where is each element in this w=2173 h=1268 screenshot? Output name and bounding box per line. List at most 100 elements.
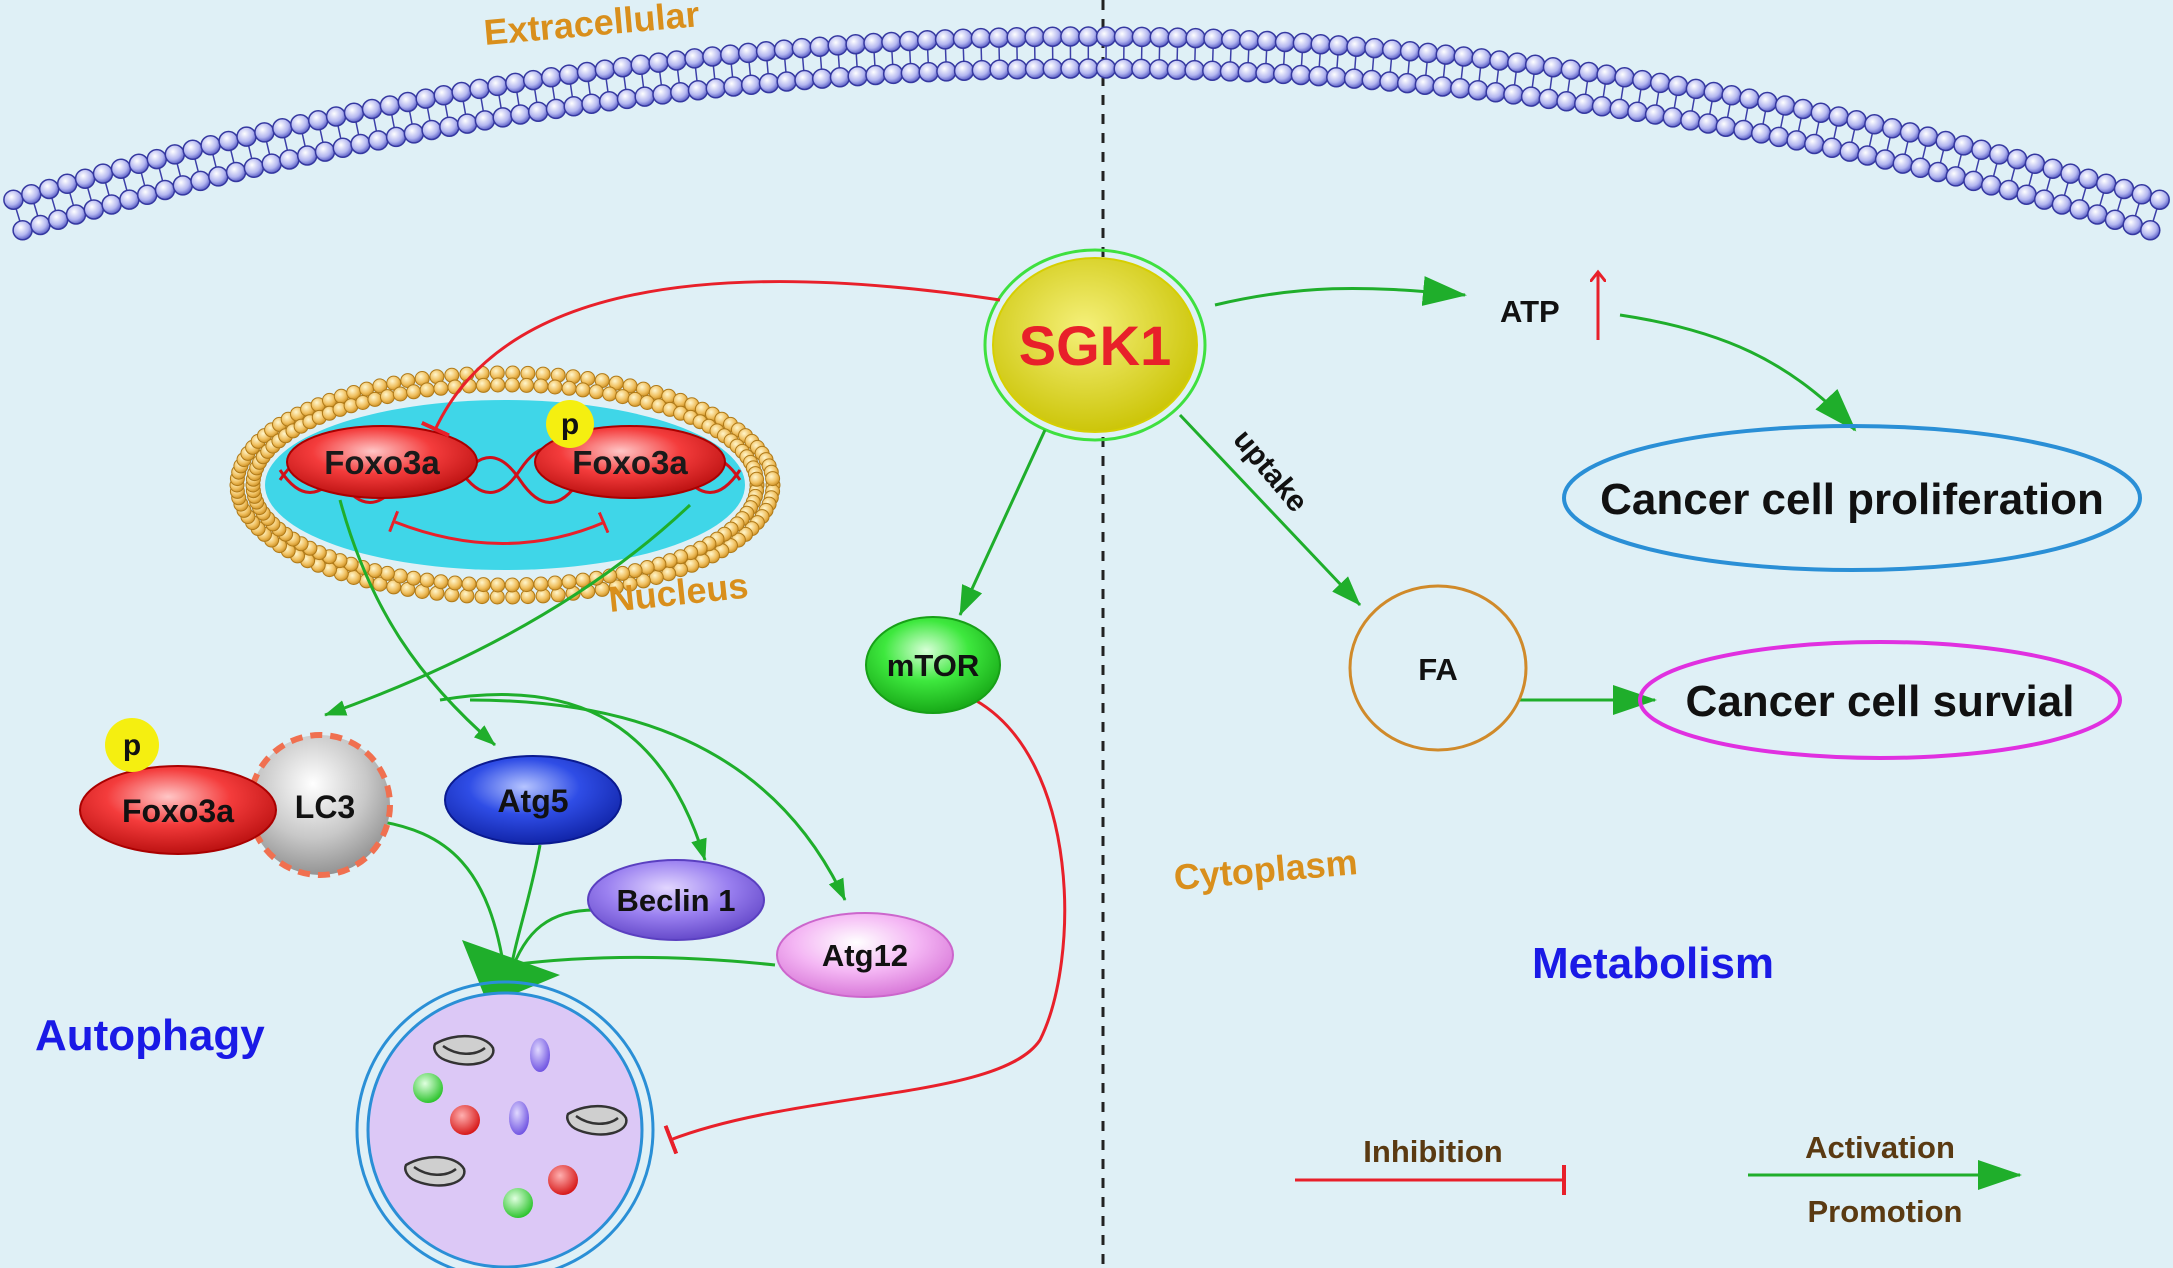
- membrane-bead: [56, 173, 78, 195]
- nuclear-envelope-bead: [392, 568, 408, 584]
- membrane-bead: [2140, 220, 2161, 241]
- membrane-bead: [1290, 64, 1312, 86]
- membrane-bead: [350, 133, 371, 155]
- nuclear-envelope-bead: [575, 382, 591, 398]
- membrane-bead: [1560, 59, 1582, 80]
- membrane-bead: [146, 148, 168, 170]
- membrane-bead: [1846, 110, 1867, 131]
- membrane-bead: [1715, 116, 1737, 137]
- membrane-bead: [385, 126, 407, 148]
- membrane-bead: [1627, 101, 1648, 122]
- foxo3a-cyto-label: Foxo3a: [122, 793, 234, 829]
- membrane-bead: [1467, 79, 1489, 101]
- nuclear-envelope-bead: [547, 379, 563, 395]
- membrane-bead: [970, 27, 992, 49]
- edge-to-beclin1: [439, 693, 707, 861]
- atp-label: ATP: [1500, 294, 1560, 329]
- membrane-bead: [936, 61, 957, 82]
- edge-lc3-to-autophagosome: [369, 818, 507, 976]
- membrane-bead: [1219, 61, 1241, 82]
- membrane-bead: [1414, 74, 1436, 95]
- membrane-bead: [1131, 58, 1152, 80]
- legend-promotion-label: Promotion: [1808, 1194, 1963, 1229]
- membrane-bead: [684, 48, 705, 69]
- membrane-bead: [1596, 64, 1617, 85]
- edge-atg12-to-autophagosome: [509, 956, 776, 967]
- sgk1-node-outer: [983, 248, 1207, 442]
- membrane-bead: [1471, 48, 1492, 69]
- membrane-bead: [2016, 184, 2037, 205]
- edge-nucleus-to-lc3: [324, 503, 692, 717]
- membrane-bead: [1113, 26, 1135, 47]
- nuclear-envelope-bead: [749, 471, 765, 487]
- foxo3a-lc3-complex: LC3 Foxo3a p: [79, 718, 393, 878]
- membrane-bead: [272, 118, 293, 139]
- membrane-bead: [1649, 72, 1671, 94]
- edge-foxo3a-to-atg5: [338, 499, 496, 747]
- nuclear-envelope-bead: [406, 570, 422, 586]
- membrane-bead: [576, 61, 598, 83]
- membrane-bead: [1998, 179, 2020, 201]
- fa-node: [1348, 584, 1528, 752]
- membrane-bead: [74, 168, 96, 189]
- membrane-bead: [243, 157, 265, 179]
- membrane-bead: [1078, 58, 1099, 79]
- membrane-bead: [1839, 141, 1860, 162]
- membrane-bead: [469, 78, 490, 100]
- nuclear-envelope-bead: [379, 565, 395, 581]
- membrane-bead: [1680, 110, 1701, 131]
- membrane-bead: [1667, 75, 1689, 97]
- foxo3a-nuclear-node: [286, 425, 478, 499]
- membrane-bead: [1113, 58, 1134, 79]
- membrane-bead: [1060, 26, 1081, 47]
- nuclear-envelope-bead: [490, 377, 506, 393]
- membrane-bead: [899, 30, 920, 52]
- membrane-bead: [182, 139, 203, 161]
- membrane-bead: [723, 76, 744, 97]
- mitochondrion-cargo-2: [566, 1104, 628, 1136]
- proliferation-label: Cancer cell proliferation: [1600, 475, 2104, 524]
- nuclear-envelope-bead: [406, 384, 422, 400]
- membrane-bead: [829, 67, 851, 88]
- membrane-bead: [737, 42, 759, 64]
- membrane-bead: [30, 214, 51, 236]
- membrane-bead: [487, 75, 508, 97]
- membrane-bead: [1750, 123, 1772, 144]
- membrane-bead: [83, 199, 105, 220]
- cargo-red-1: [450, 1105, 480, 1135]
- membrane-bead: [1874, 149, 1896, 170]
- edges: [324, 276, 1857, 1155]
- phospho-badge-nuclear-label: p: [561, 408, 579, 441]
- membrane-bead: [648, 52, 669, 73]
- membrane-bead: [934, 29, 956, 50]
- cargo-green-1: [413, 1073, 443, 1103]
- membrane-bead: [1024, 26, 1045, 48]
- membrane-bead: [261, 153, 282, 174]
- membrane-bead: [2104, 209, 2126, 230]
- autophagosome-inner: [366, 991, 644, 1268]
- membrane-bead: [379, 95, 401, 116]
- membrane-bead: [809, 36, 831, 57]
- membrane-bead: [1364, 37, 1385, 59]
- membrane-bead: [314, 141, 336, 162]
- membrane-bead: [847, 65, 868, 87]
- membrane-bead: [1864, 114, 1885, 135]
- foxo3a-nuclear-label: Foxo3a: [324, 444, 440, 481]
- nuclear-envelope-bead: [461, 576, 477, 592]
- membrane-bead: [1685, 78, 1707, 100]
- membrane-bead: [2113, 178, 2135, 200]
- membrane-bead: [1166, 59, 1188, 80]
- membrane-bead: [1274, 31, 1296, 53]
- membrane-bead: [918, 61, 939, 83]
- nuclear-envelope-bead: [386, 375, 402, 391]
- membrane-bead: [1538, 88, 1560, 110]
- membrane-bead: [916, 29, 938, 51]
- membrane-bead: [1024, 58, 1046, 80]
- membrane-bead: [1060, 58, 1081, 79]
- membrane-bead: [1435, 44, 1457, 65]
- membrane-bead: [702, 46, 723, 67]
- membrane-bead: [865, 64, 886, 86]
- membrane-bead: [1899, 122, 1921, 143]
- atg5-node: [444, 755, 622, 845]
- mutual-inhibition-arc: [388, 510, 610, 545]
